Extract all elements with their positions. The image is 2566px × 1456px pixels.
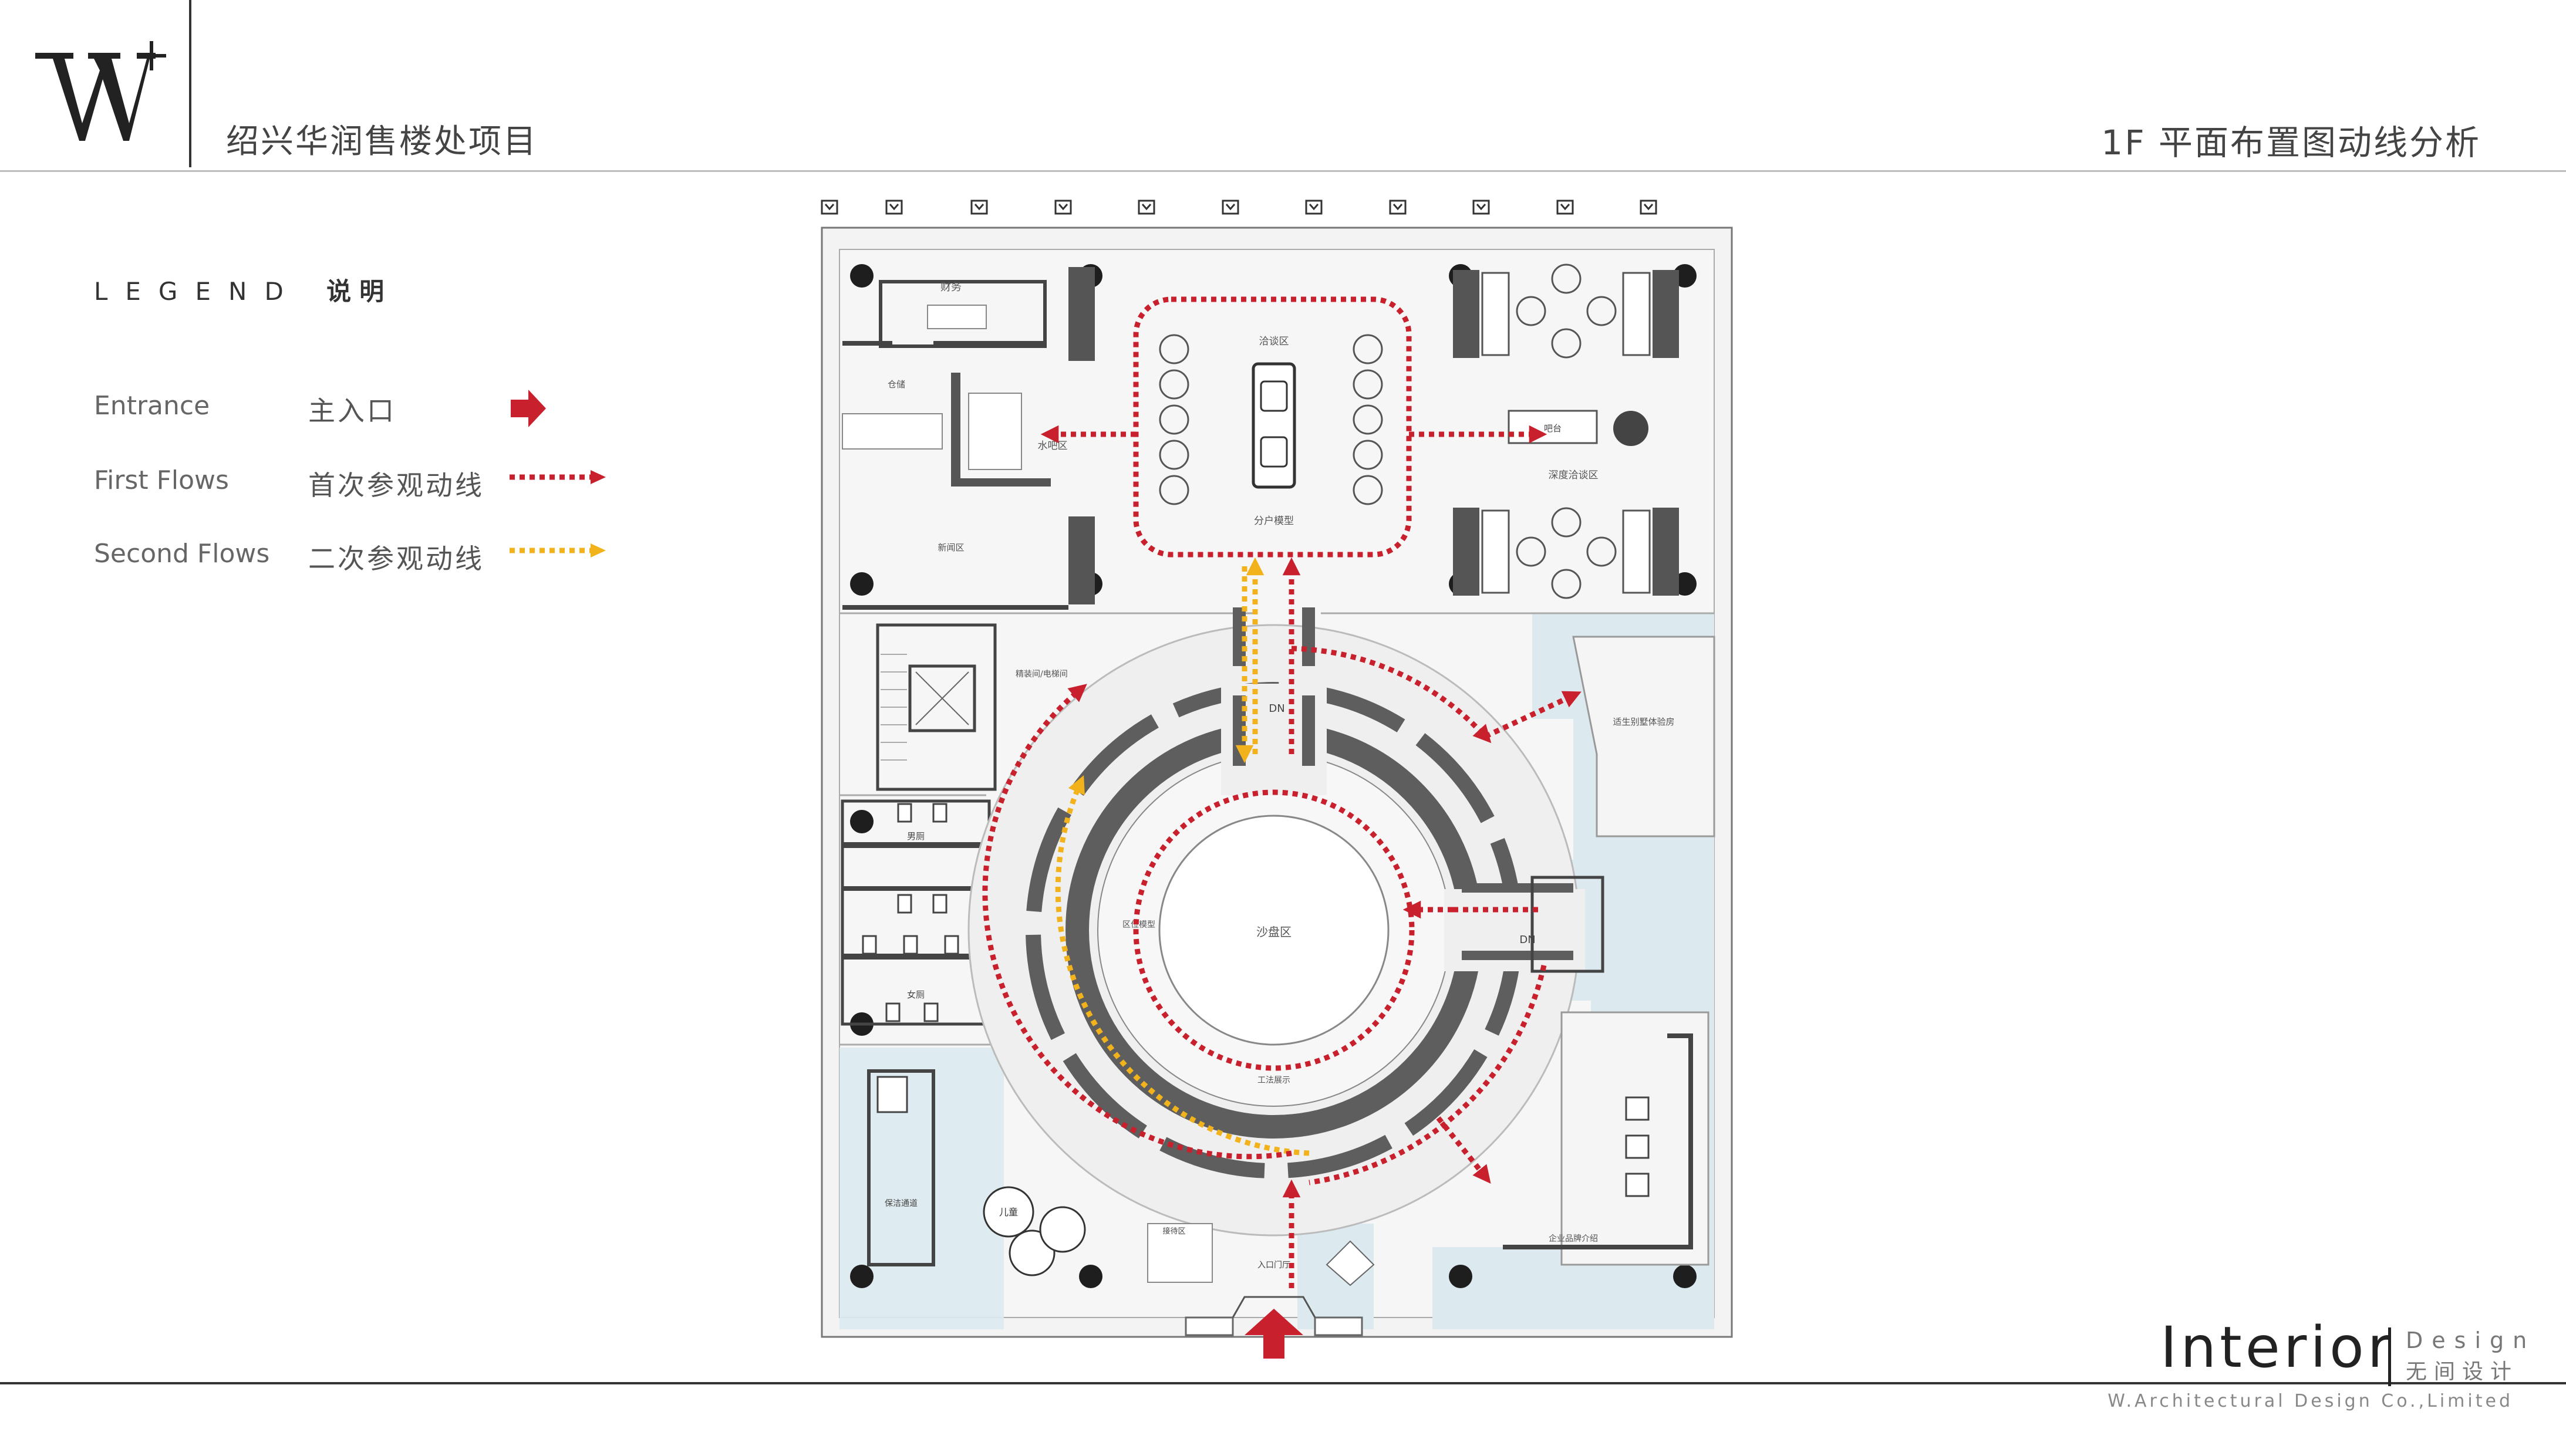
room-label-negotiation: 洽谈区	[1259, 336, 1289, 347]
second-flow-paths	[1055, 557, 1310, 1156]
legend-heading-en: LEGEND	[94, 277, 301, 306]
legend-label-cn: 首次参观动线	[308, 469, 484, 501]
legend-item-first-flows: First Flows 首次参观动线	[94, 460, 622, 506]
room-label-guest-reception: 接待区	[1162, 1227, 1185, 1236]
office-block: 财务 仓储 水吧区 新闻区	[842, 267, 1095, 610]
negotiation-zone: 洽谈区 分户模型	[1159, 334, 1383, 527]
room-label-deep-negotiation: 深度洽谈区	[1549, 469, 1599, 481]
stair-elevator: 精装间/电梯间	[876, 623, 1068, 791]
room-label-brand-intro: 企业品牌介绍	[1549, 1234, 1598, 1244]
room-label-kids-area: 儿童	[999, 1207, 1018, 1218]
brand-name: Interior	[2160, 1315, 2395, 1380]
legend-label-cn: 二次参观动线	[308, 543, 484, 575]
room-label-unit-model: 分户模型	[1254, 515, 1294, 527]
room-label-storage: 仓储	[888, 379, 905, 390]
legend-label-en: Entrance	[94, 391, 210, 421]
room-label-entrance-hall: 入口门厅	[1257, 1261, 1290, 1270]
company-name: W.Architectural Design Co.,Limited	[2108, 1391, 2513, 1411]
header-rule	[0, 170, 2566, 172]
legend-item-second-flows: Second Flows 二次参观动线	[94, 533, 622, 580]
yellow-dotted-arrow-icon	[505, 533, 611, 570]
floor-plan: 财务 仓储 水吧区 新闻区 洽谈区 分户模型	[810, 191, 1761, 1364]
first-flow-paths	[982, 296, 1582, 1288]
w-plus-logo-icon	[32, 35, 173, 153]
red-arrow-icon	[505, 385, 552, 434]
room-label-cleaning: 保洁通道	[885, 1199, 918, 1208]
legend-item-entrance: Entrance 主入口	[94, 385, 622, 432]
entrance-door	[1185, 1296, 1363, 1336]
room-label-regional-model: 区位模型	[1122, 920, 1155, 930]
room-label-restroom-male: 男厕	[907, 831, 925, 842]
legend-label-cn: 主入口	[308, 395, 396, 427]
villa-wing: 适生别墅体验房 企业品牌介绍	[1503, 636, 1715, 1266]
room-label-office: 新闻区	[938, 542, 964, 553]
facade-markers	[821, 200, 1657, 215]
entrance-arrow-icon	[1245, 1309, 1303, 1359]
service-block: 保洁通道 儿童 接待区 入口门厅	[867, 1069, 1375, 1286]
rotunda: 沙盘区 区位模型 工法展示 DN DN	[967, 607, 1585, 1237]
stair-dn-label: DN	[1269, 702, 1284, 715]
room-label-villa-experience: 适生别墅体验房	[1613, 717, 1674, 727]
sheet-title: 1F 平面布置图动线分析	[2101, 123, 2481, 163]
brand-sub-en: Design	[2406, 1327, 2536, 1353]
deep-negotiation-zone: 吧台 深度洽谈区	[1453, 264, 1679, 599]
brand-divider	[2388, 1327, 2391, 1386]
legend-heading-cn: 说明	[326, 277, 393, 306]
room-label-restroom-female: 女厕	[907, 989, 925, 1000]
footer-rule	[0, 1382, 2566, 1384]
room-label-finance: 财务	[940, 281, 962, 293]
room-label-partition: 精装间/电梯间	[1016, 670, 1068, 679]
brand-sub-cn: 无间设计	[2406, 1360, 2519, 1384]
room-label-sand-table: 沙盘区	[1256, 925, 1292, 939]
header-divider	[189, 0, 191, 167]
legend-heading: LEGEND 说明	[94, 272, 392, 308]
room-label-walkway: 工法展示	[1257, 1076, 1290, 1085]
legend-label-en: Second Flows	[94, 539, 270, 569]
red-dotted-arrow-icon	[505, 460, 611, 497]
legend-label-en: First Flows	[94, 465, 229, 495]
room-label-reception-desk: 吧台	[1544, 423, 1562, 434]
room-label-water-bar: 水吧区	[1038, 440, 1068, 452]
project-title: 绍兴华润售楼处项目	[226, 123, 538, 161]
